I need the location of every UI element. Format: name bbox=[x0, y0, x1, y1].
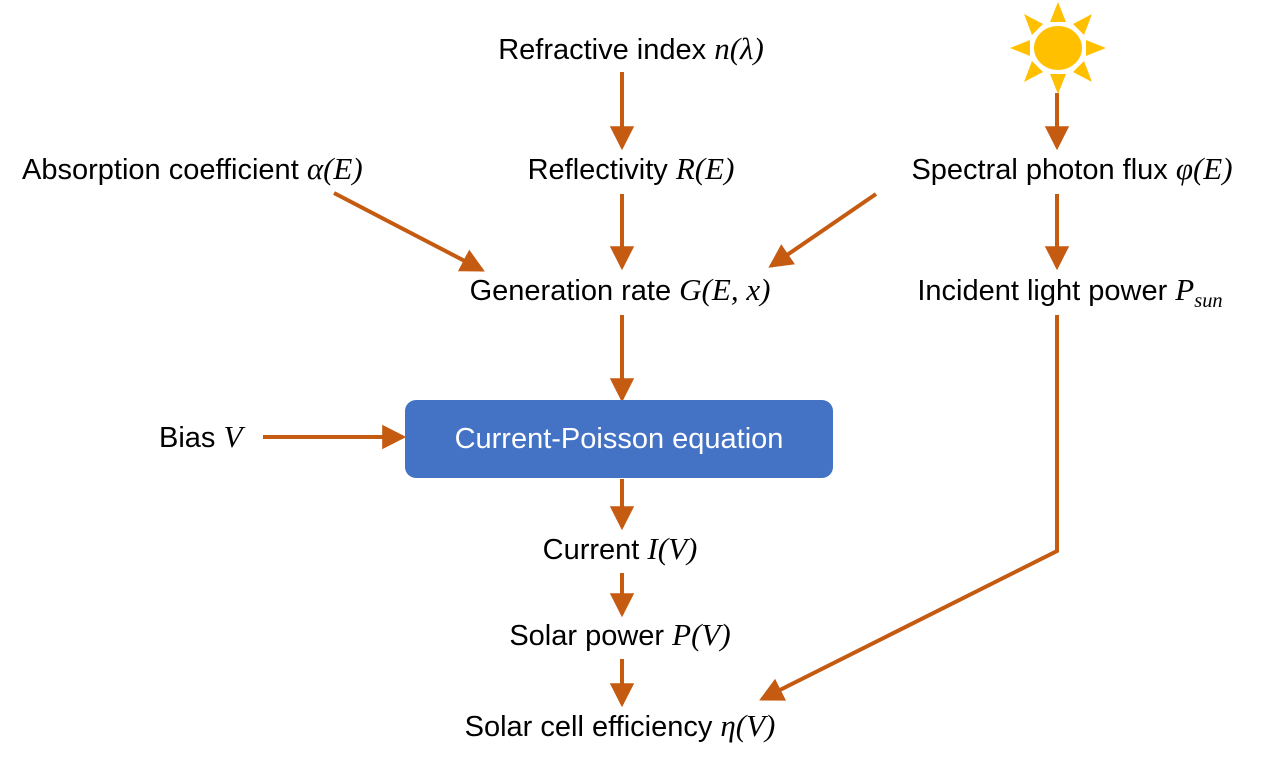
node-solar-power-symbol: P(V) bbox=[672, 617, 731, 652]
node-solar-cell-efficiency-symbol: η(V) bbox=[720, 708, 776, 743]
node-solar-power-prefix: Solar power bbox=[509, 620, 673, 652]
node-incident-light-power-symbol-base: P bbox=[1175, 272, 1195, 307]
node-solar-cell-efficiency-prefix: Solar cell efficiency bbox=[464, 711, 721, 743]
node-reflectivity: Reflectivity R(E) bbox=[527, 151, 735, 187]
arrow-flux-to-generation bbox=[768, 192, 878, 268]
node-spectral-photon-flux-symbol: φ(E) bbox=[1175, 151, 1233, 186]
node-incident-light-power-prefix: Incident light power bbox=[917, 275, 1176, 307]
node-generation-rate: Generation rate G(E, x) bbox=[469, 272, 771, 308]
arrow-absorption-to-generation bbox=[333, 191, 485, 272]
node-incident-light-power: Incident light power Psun bbox=[917, 272, 1222, 313]
node-bias-symbol: V bbox=[223, 419, 243, 454]
node-incident-light-power-symbol-sub: sun bbox=[1194, 290, 1223, 313]
arrow-incident-power-to-efficiency bbox=[759, 315, 1059, 701]
node-bias: Bias V bbox=[159, 419, 243, 455]
node-refractive-index: Refractive index n(λ) bbox=[498, 31, 764, 67]
process-box-current-poisson-equation[interactable]: Current-Poisson equation bbox=[405, 400, 833, 478]
node-current-prefix: Current bbox=[542, 534, 648, 566]
node-absorption-coefficient-prefix: Absorption coefficient bbox=[22, 154, 307, 186]
node-absorption-coefficient-symbol: α(E) bbox=[306, 151, 363, 186]
node-spectral-photon-flux: Spectral photon flux φ(E) bbox=[911, 151, 1233, 187]
node-refractive-index-prefix: Refractive index bbox=[498, 34, 715, 66]
node-reflectivity-symbol: R(E) bbox=[675, 151, 735, 186]
sun-icon bbox=[1010, 2, 1106, 94]
node-reflectivity-prefix: Reflectivity bbox=[527, 154, 676, 186]
node-incident-light-power-symbol: Psun bbox=[1175, 272, 1222, 312]
node-current-symbol: I(V) bbox=[647, 531, 698, 566]
node-generation-rate-symbol: G(E, x) bbox=[679, 272, 771, 307]
node-bias-prefix: Bias bbox=[159, 422, 224, 454]
process-box-label: Current-Poisson equation bbox=[454, 422, 784, 455]
node-solar-cell-efficiency: Solar cell efficiency η(V) bbox=[464, 708, 776, 744]
node-refractive-index-symbol: n(λ) bbox=[714, 31, 764, 66]
node-generation-rate-prefix: Generation rate bbox=[469, 275, 680, 307]
node-solar-power: Solar power P(V) bbox=[509, 617, 731, 653]
node-spectral-photon-flux-prefix: Spectral photon flux bbox=[911, 154, 1176, 186]
node-absorption-coefficient: Absorption coefficient α(E) bbox=[22, 151, 363, 187]
node-current: Current I(V) bbox=[542, 531, 698, 567]
